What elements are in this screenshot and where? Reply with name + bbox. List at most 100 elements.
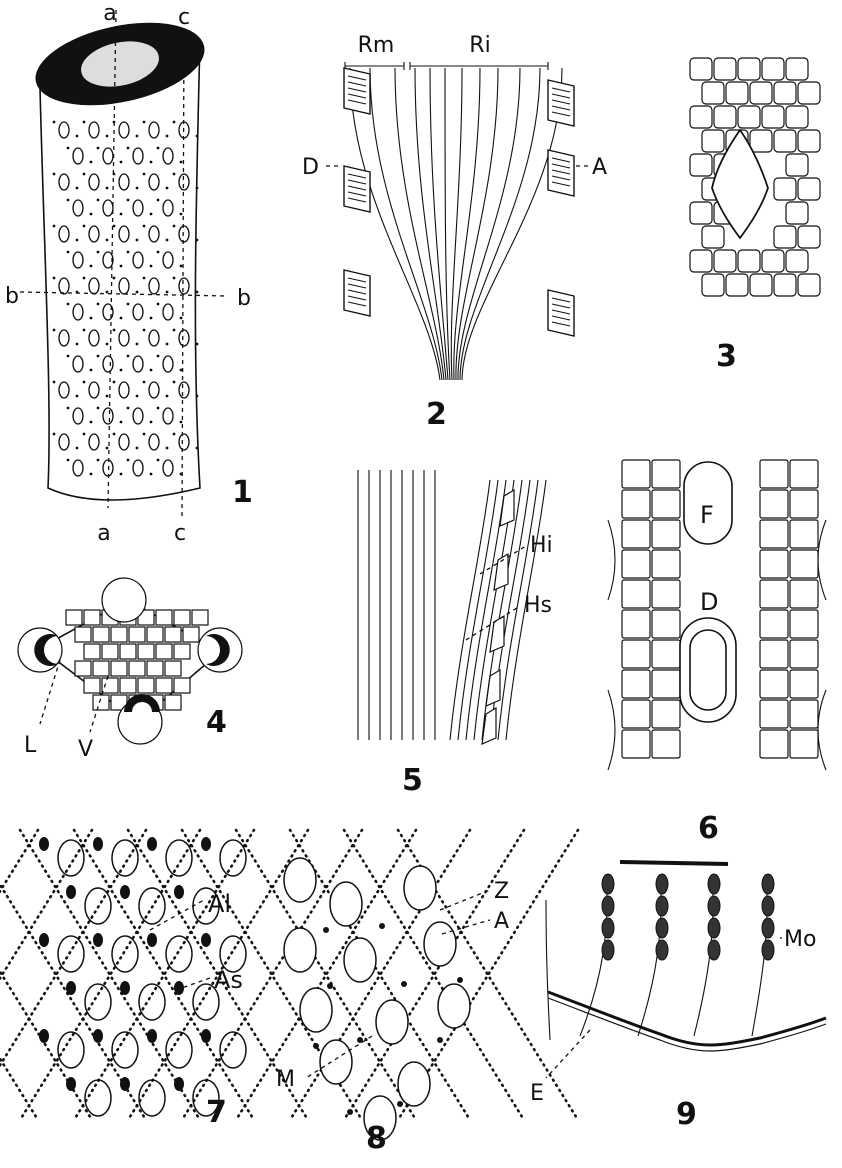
ray-scale — [344, 270, 370, 316]
stem-dot — [136, 187, 139, 190]
strand-curve — [450, 480, 490, 740]
label-m: M — [276, 1067, 295, 1092]
stem-dot — [120, 473, 123, 476]
core-cell — [174, 644, 190, 659]
label-mo: Mo — [784, 927, 816, 952]
stem-pit — [89, 382, 99, 398]
stem-dot — [166, 291, 169, 294]
stem-dot — [150, 213, 153, 216]
column-cell — [760, 490, 788, 518]
stem-pit — [89, 330, 99, 346]
hair-scale — [486, 670, 500, 706]
stem-dot — [150, 265, 153, 268]
filament-bead — [656, 874, 668, 894]
rhomb-pit — [166, 1032, 192, 1068]
filaments — [546, 874, 774, 1040]
core-cell — [138, 644, 154, 659]
mesh-cell — [786, 250, 808, 272]
figure-8-number: 8 — [366, 1121, 387, 1156]
mesh-cell — [702, 274, 724, 296]
scatter-dot — [313, 1043, 319, 1049]
stem-dot — [67, 459, 70, 462]
stem-dot — [90, 213, 93, 216]
stem-dot — [143, 329, 146, 332]
figure-4: L V 4 — [18, 572, 242, 762]
stem-dot — [106, 395, 109, 398]
stem-dot — [67, 199, 70, 202]
stem-dot — [143, 433, 146, 436]
label-f: F — [700, 501, 714, 529]
stem-dot — [127, 303, 130, 306]
mesh-cell — [702, 130, 724, 152]
stem-dot — [97, 147, 100, 150]
label-rm: Rm — [358, 33, 395, 58]
stem-pit — [163, 356, 173, 372]
filament-cap — [620, 862, 728, 864]
mesh-cell — [786, 106, 808, 128]
core-cell — [165, 627, 181, 642]
stem-pit — [119, 330, 129, 346]
strand-curve — [466, 480, 506, 740]
figure-6-number: 6 — [698, 811, 719, 846]
stem-dot — [97, 459, 100, 462]
stem-outline — [40, 40, 200, 500]
core-cell — [93, 695, 109, 710]
stem-dot — [196, 343, 199, 346]
mesh-cell — [714, 250, 736, 272]
stem-dot — [83, 225, 86, 228]
figure-7-number: 7 — [206, 1095, 227, 1130]
label-c-top: c — [178, 5, 190, 30]
stem-dot — [67, 251, 70, 254]
mesh-cell — [762, 58, 784, 80]
scatter-dot — [401, 981, 407, 987]
column-cell — [760, 460, 788, 488]
filament-bead — [602, 918, 614, 938]
ray-line — [370, 68, 442, 380]
rhomb-pit — [166, 840, 192, 876]
stem-pit — [119, 278, 129, 294]
hair-scales — [482, 490, 514, 744]
core-cell — [102, 644, 118, 659]
core-cell — [75, 661, 91, 676]
strand-lines — [358, 470, 546, 740]
figure-2: Rm Ri D A 2 — [302, 33, 607, 432]
stem-pit — [59, 278, 69, 294]
stem-pit — [149, 278, 159, 294]
stem-pit — [133, 252, 143, 268]
core-cell — [183, 627, 199, 642]
stem-dot — [136, 135, 139, 138]
stem-pit — [163, 460, 173, 476]
rhomb-pit — [220, 840, 246, 876]
label-a-top: a — [103, 1, 116, 26]
stem-dot — [127, 407, 130, 410]
scatter-pit — [300, 988, 332, 1032]
mesh-cell — [762, 250, 784, 272]
stem-dot — [173, 225, 176, 228]
label-b-right: b — [237, 286, 251, 311]
stem-dot — [127, 355, 130, 358]
rhomb-pit — [85, 1080, 111, 1116]
mesh-cell — [774, 178, 796, 200]
mesh-cell — [798, 178, 820, 200]
stem-pit — [163, 408, 173, 424]
stem-dot — [180, 213, 183, 216]
stem-dot — [150, 369, 153, 372]
stem-pit — [73, 408, 83, 424]
figure-8: Z A M 8 — [276, 858, 509, 1156]
filament-bead — [656, 896, 668, 916]
stem-pit — [149, 226, 159, 242]
ray-scale — [548, 80, 574, 126]
stem-dot — [173, 433, 176, 436]
stem-dot — [53, 173, 56, 176]
column-cell — [622, 580, 650, 608]
stem-pit — [179, 226, 189, 242]
scatter-pit — [376, 1000, 408, 1044]
column-cell — [622, 520, 650, 548]
rhomb-dot — [201, 1029, 211, 1043]
ray-line — [456, 68, 498, 380]
stem-dot — [150, 473, 153, 476]
column-cell — [760, 730, 788, 758]
column-cell — [790, 730, 818, 758]
label-ri: Ri — [469, 33, 490, 58]
stem-dot — [67, 407, 70, 410]
